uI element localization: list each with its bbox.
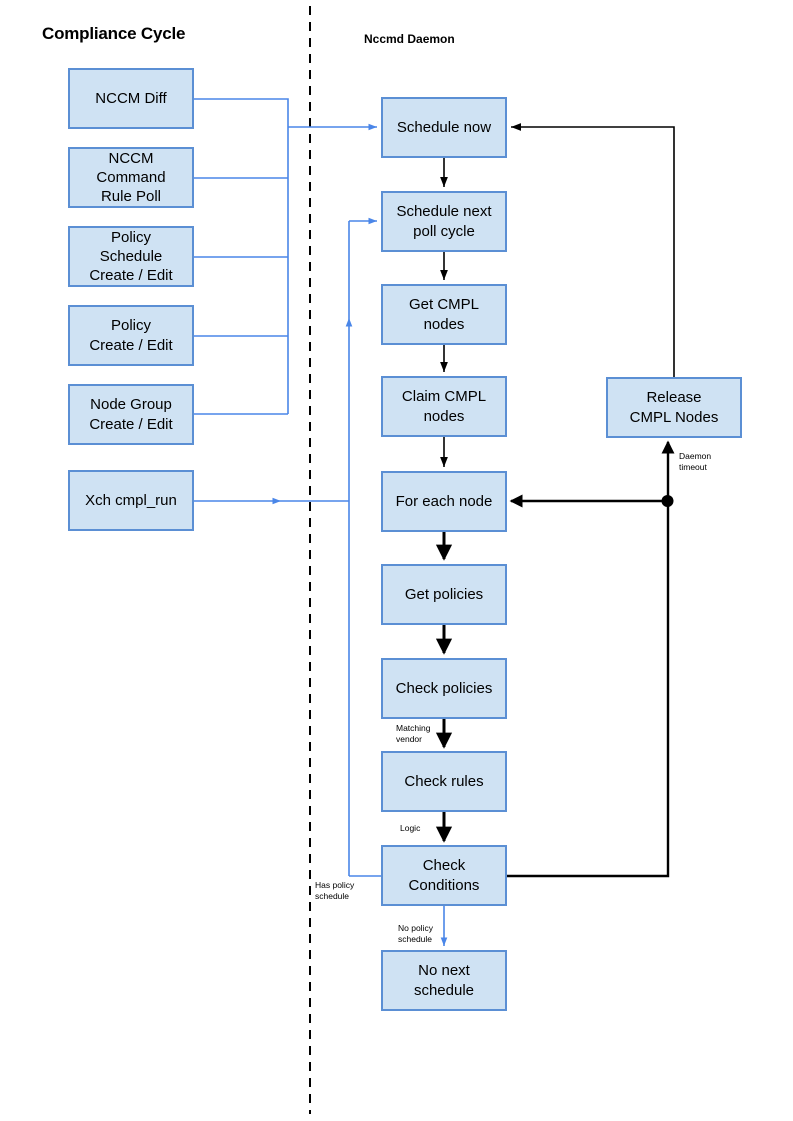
edge-junction-dot [661, 495, 674, 507]
node-for-each-node[interactable]: For each node [381, 471, 507, 532]
edge-label-daemon-timeout: Daemon timeout [679, 451, 712, 473]
node-node-group-create-edit[interactable]: Node Group Create / Edit [68, 384, 194, 445]
node-policy-schedule-create-edit[interactable]: Policy Schedule Create / Edit [68, 226, 194, 287]
edge-label-no-policy-schedule: No policy schedule [398, 923, 433, 945]
edges-left-lane [194, 98, 377, 505]
node-nccm-diff[interactable]: NCCM Diff [68, 68, 194, 129]
node-schedule-now[interactable]: Schedule now [381, 97, 507, 158]
edge-release-to-schedule-now [511, 123, 675, 377]
node-get-cmpl-nodes[interactable]: Get CMPL nodes [381, 284, 507, 345]
node-check-rules[interactable]: Check rules [381, 751, 507, 812]
node-get-policies[interactable]: Get policies [381, 564, 507, 625]
node-check-conditions[interactable]: Check Conditions [381, 845, 507, 906]
node-claim-cmpl-nodes[interactable]: Claim CMPL nodes [381, 376, 507, 437]
edge-label-logic: Logic [400, 823, 421, 833]
node-schedule-next-poll-cycle[interactable]: Schedule next poll cycle [381, 191, 507, 252]
edge-label-matching-vendor: Matching vendor [396, 723, 431, 745]
node-check-policies[interactable]: Check policies [381, 658, 507, 719]
node-no-next-schedule[interactable]: No next schedule [381, 950, 507, 1011]
node-xch-cmpl-run[interactable]: Xch cmpl_run [68, 470, 194, 531]
node-policy-create-edit[interactable]: Policy Create / Edit [68, 305, 194, 366]
swimlane-title-compliance-cycle: Compliance Cycle [42, 24, 186, 43]
edges-release-return [507, 440, 675, 878]
edge-label-has-policy-schedule: Has policy schedule [315, 880, 355, 902]
node-nccm-command-rule-poll[interactable]: NCCM Command Rule Poll [68, 147, 194, 208]
node-release-cmpl-nodes[interactable]: Release CMPL Nodes [606, 377, 742, 438]
swimlane-title-nccmd-daemon: Nccmd Daemon [364, 32, 455, 46]
edges-policy-schedule-loop [345, 217, 381, 877]
